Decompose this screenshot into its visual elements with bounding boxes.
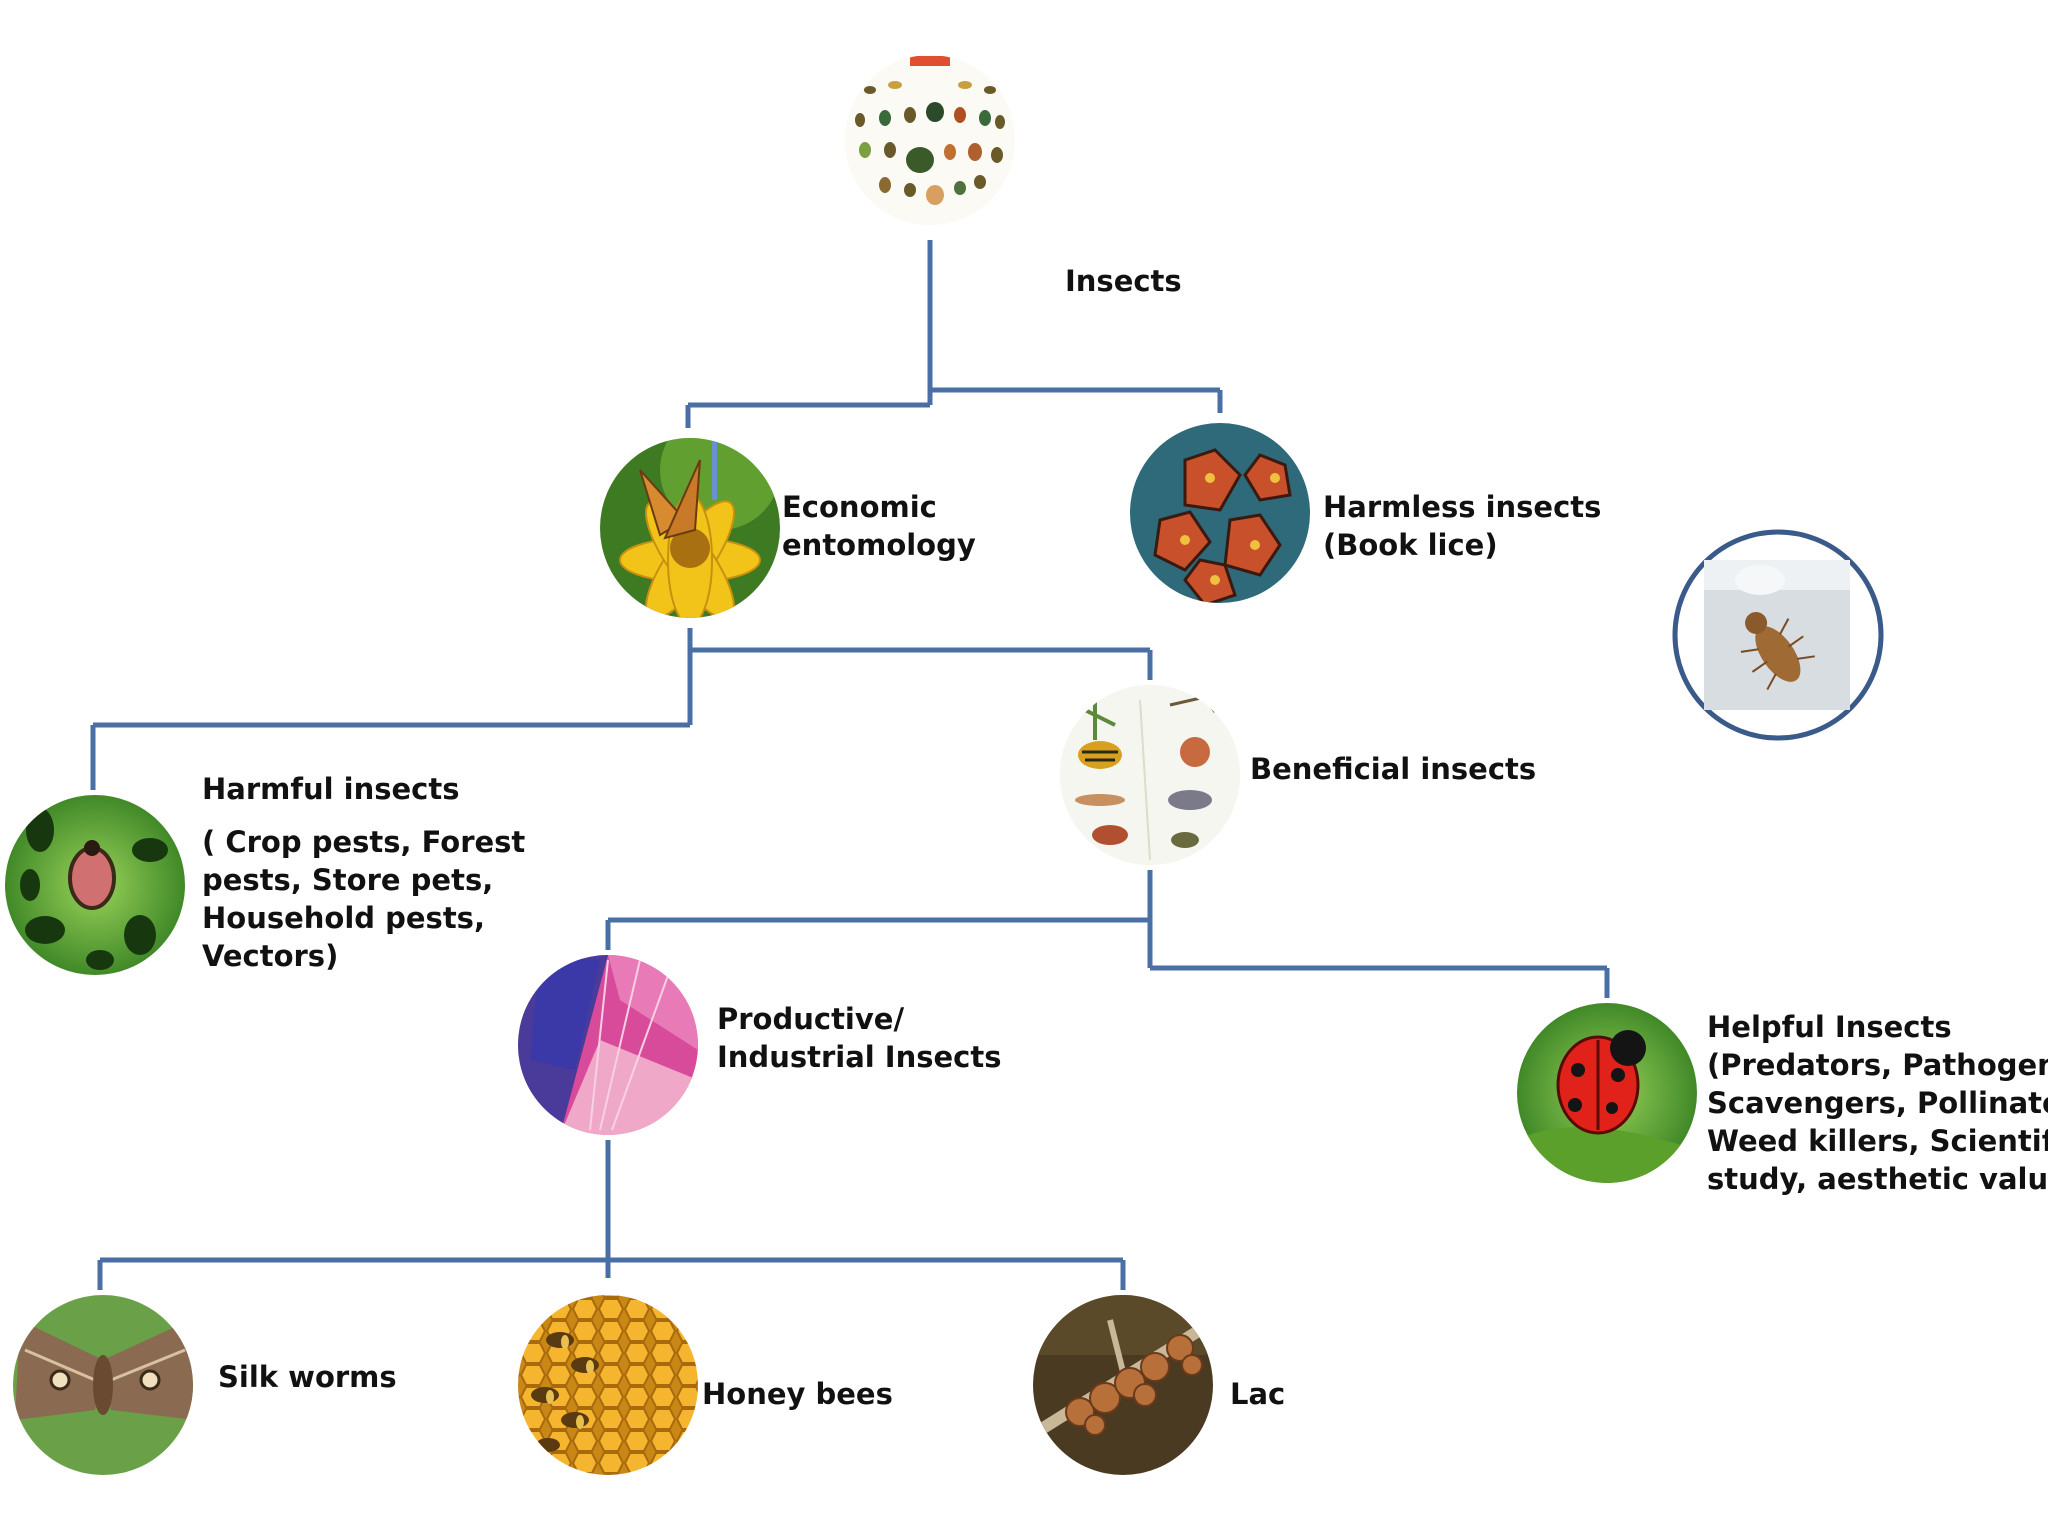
label-honey-bees: Honey bees xyxy=(702,1377,893,1411)
butterfly-on-flower-icon xyxy=(600,438,780,618)
label-line: pests, Store pets, xyxy=(202,863,494,897)
label-lac: Lac xyxy=(1230,1377,1286,1411)
label-harmful-insects: Harmful insects ( Crop pests, Forest pes… xyxy=(202,770,525,975)
node-honey-image xyxy=(518,1295,698,1475)
label-line: Helpful Insects xyxy=(1707,1010,1952,1044)
leaf-pest-icon xyxy=(5,795,185,975)
honeycomb-bees-icon xyxy=(518,1295,698,1475)
label-line: Economic xyxy=(782,490,937,524)
connector-lines xyxy=(90,240,1610,1290)
node-beneficial-image xyxy=(1060,685,1240,865)
node-helpful-image xyxy=(1517,1003,1697,1183)
label-line: Harmless insects xyxy=(1323,490,1602,524)
label-productive-insects: Productive/ Industrial Insects xyxy=(717,1000,1002,1076)
book-louse-icon xyxy=(1704,560,1850,710)
beneficial-insects-chart-icon xyxy=(1060,685,1240,865)
label-line: Scavengers, Pollinators, xyxy=(1707,1086,2048,1120)
label-helpful-insects: Helpful Insects (Predators, Pathogens, S… xyxy=(1707,1008,2048,1198)
node-lac-image xyxy=(1033,1295,1213,1475)
node-economic-image xyxy=(600,438,780,618)
node-booklice-image xyxy=(1672,529,1884,741)
node-root-image xyxy=(845,55,1015,225)
label-line: entomology xyxy=(782,528,976,562)
label-economic-entomology: Economic entomology xyxy=(782,488,976,564)
silk-moth-icon xyxy=(13,1295,193,1475)
node-productive-image xyxy=(518,955,698,1135)
silk-fabric-icon xyxy=(518,955,698,1135)
node-harmful-image xyxy=(5,795,185,975)
label-line: Vectors) xyxy=(202,939,339,973)
node-silk-image xyxy=(13,1295,193,1475)
edge-economic-to-children xyxy=(90,628,1153,790)
label-silk-worms: Silk worms xyxy=(218,1360,397,1394)
edge-beneficial-to-children xyxy=(605,870,1610,998)
insect-collection-icon xyxy=(845,55,1015,225)
label-line: Productive/ xyxy=(717,1002,905,1036)
lac-twig-icon xyxy=(1033,1295,1213,1475)
label-line: (Predators, Pathogens, xyxy=(1707,1048,2048,1082)
label-line: (Book lice) xyxy=(1323,528,1498,562)
label-line: ( Crop pests, Forest xyxy=(202,825,526,859)
node-harmless-image xyxy=(1130,423,1310,603)
label-title: Harmful insects xyxy=(202,772,460,806)
edge-root-to-children xyxy=(685,240,1223,428)
label-line: Industrial Insects xyxy=(717,1040,1002,1074)
ladybird-icon xyxy=(1517,1003,1697,1183)
label-line: Household pests, xyxy=(202,901,485,935)
edge-productive-to-children xyxy=(97,1140,1126,1290)
label-line: study, aesthetic value) xyxy=(1707,1162,2048,1196)
label-line: Weed killers, Scientific xyxy=(1707,1124,2048,1158)
label-beneficial-insects: Beneficial insects xyxy=(1250,752,1537,786)
label-harmless-insects: Harmless insects (Book lice) xyxy=(1323,488,1601,564)
shield-bugs-icon xyxy=(1130,423,1310,603)
label-insects: Insects xyxy=(1065,264,1182,298)
